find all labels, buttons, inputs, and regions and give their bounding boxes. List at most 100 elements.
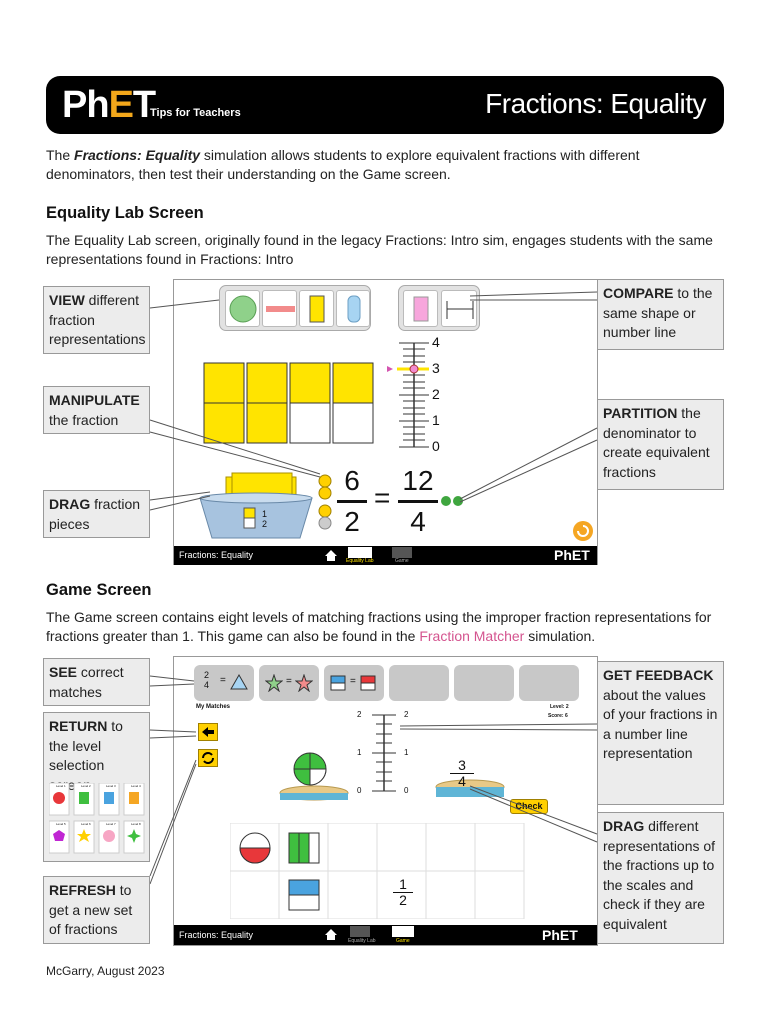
level-label-3: Level 3 (106, 784, 116, 788)
nl-left-label: 2 (357, 710, 362, 719)
rectangle-icon (360, 675, 376, 691)
fraction-matcher-link[interactable]: Fraction Matcher (419, 628, 525, 644)
tab-equality-lab-icon[interactable] (350, 926, 370, 937)
game-number-line (372, 714, 396, 792)
rectangle-icon (330, 675, 346, 691)
match-slot: = (324, 665, 384, 701)
tab-equality-lab[interactable]: Equality Lab (346, 558, 374, 564)
left-numerator: 6 (344, 465, 360, 496)
nl-label: 4 (432, 334, 440, 350)
fraction-bucket[interactable] (196, 472, 316, 544)
navbar-sim-name: Fractions: Equality (179, 550, 254, 560)
right-numerator: 12 (402, 465, 434, 496)
phet-logo: PhET (62, 84, 156, 126)
navbar-sim-name: Fractions: Equality (179, 930, 254, 940)
circle-rep-button[interactable] (225, 290, 260, 327)
level-label-2: Level 2 (81, 784, 91, 788)
callout-refresh: REFRESH to get a new set of fractions (43, 876, 150, 944)
tab-game-icon[interactable] (392, 926, 414, 937)
callout-partition: PARTITION the denominator to create equi… (597, 399, 724, 490)
star-icon (295, 674, 313, 692)
match-slot-empty (519, 665, 579, 701)
reset-icon[interactable] (572, 520, 594, 542)
callout-manipulate: MANIPULATE the fraction (43, 386, 150, 434)
nl-right-label: 2 (404, 710, 409, 719)
tab-equality-lab[interactable]: Equality Lab (348, 938, 376, 944)
rectangle-rep-button[interactable] (299, 290, 334, 327)
tab-game-icon[interactable] (392, 547, 412, 558)
match-slot: = (259, 665, 319, 701)
right-denominator: 4 (410, 506, 426, 537)
game-navbar: Fractions: Equality Equality Lab Game Ph… (174, 925, 597, 945)
callout-view: VIEW different fraction representations (43, 286, 150, 354)
refresh-button[interactable] (198, 749, 218, 767)
level-label-1: Level 1 (56, 784, 66, 788)
left-denominator: 2 (344, 506, 360, 537)
nl-label: 3 (432, 360, 440, 376)
lab-navbar: Fractions: Equality Equality Lab Game Ph… (174, 546, 597, 565)
nl-label: 1 (432, 412, 440, 428)
compare-shape-button[interactable] (403, 290, 438, 327)
star-icon (265, 674, 283, 692)
nl-left-label: 0 (357, 786, 362, 795)
left-scale[interactable] (278, 751, 354, 807)
callout-return: RETURN to the level selection screen (43, 712, 150, 862)
score-label: Score: 6 (548, 713, 568, 719)
fraction-rectangles (203, 362, 374, 444)
match-slot-empty (389, 665, 449, 701)
level-label-5: Level 5 (56, 822, 66, 826)
numerator-spinner[interactable] (318, 474, 332, 530)
callout-compare: COMPARE to the same shape or number line (597, 279, 724, 350)
return-button[interactable] (198, 723, 218, 741)
tab-game[interactable]: Game (395, 558, 409, 564)
match-slot-empty (454, 665, 514, 701)
home-icon[interactable] (324, 928, 338, 941)
pieces-tray (230, 823, 525, 919)
equals-sign: = (374, 482, 391, 513)
refresh-icon (202, 752, 214, 764)
level-selection-thumbnail (48, 782, 146, 857)
level-label-4: Level 4 (131, 784, 141, 788)
my-matches-label: My Matches (196, 704, 231, 710)
triangle-icon (230, 674, 248, 690)
phet-menu[interactable]: PhET (542, 927, 578, 943)
tab-game[interactable]: Game (396, 938, 410, 944)
nl-right-label: 1 (404, 748, 409, 757)
cylinder-rep-button[interactable] (336, 290, 370, 327)
lab-heading: Equality Lab Screen (46, 204, 204, 222)
game-heading: Game Screen (46, 581, 152, 599)
level-label: Level: 2 (550, 704, 569, 710)
representation-panel (219, 285, 371, 331)
callout-drag-pieces: DRAG fraction pieces (43, 490, 150, 538)
nl-right-label: 0 (404, 786, 409, 795)
tab-equality-lab-icon[interactable] (348, 547, 372, 558)
document-title: Fractions: Equality (485, 88, 706, 119)
intro-paragraph: The Fractions: Equality simulation allow… (46, 147, 640, 182)
level-label-6: Level 6 (81, 822, 91, 826)
lab-description: The Equality Lab screen, originally foun… (46, 232, 713, 267)
callout-feedback: GET FEEDBACK about the values of your fr… (597, 661, 724, 805)
phet-menu[interactable]: PhET (554, 547, 590, 563)
right-scale[interactable] (432, 777, 508, 807)
level-label-8: Level 8 (131, 822, 141, 826)
nl-label: 0 (432, 438, 440, 454)
callout-see: SEE correct matches (43, 658, 150, 706)
fraction-bar (337, 500, 367, 503)
game-description: The Game screen contains eight levels of… (46, 609, 712, 644)
level-label-7: Level 7 (106, 822, 116, 826)
fraction-bar (398, 500, 438, 503)
compare-panel (398, 285, 480, 331)
bar-rep-button[interactable] (262, 290, 297, 327)
logo-tagline: Tips for Teachers (150, 107, 241, 119)
home-icon[interactable] (324, 549, 338, 562)
nl-left-label: 1 (357, 748, 362, 757)
callout-drag-representations: DRAG different representations of the fr… (597, 812, 724, 944)
header-banner: PhET Tips for Teachers Fractions: Equali… (46, 76, 724, 134)
